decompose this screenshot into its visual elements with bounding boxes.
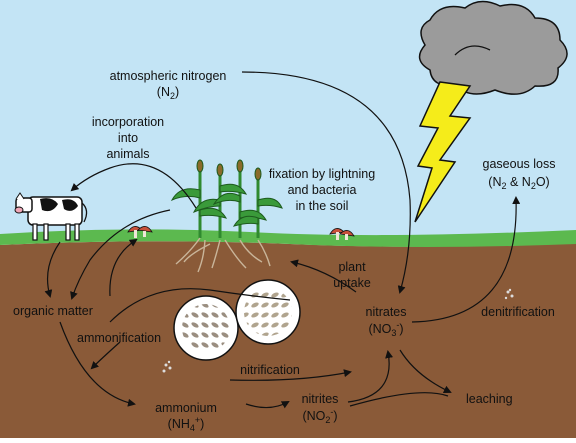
arrow-ammonium-to-nitrites	[245, 401, 290, 409]
lightning-bolt-icon	[414, 81, 472, 223]
label-leaching: leaching	[466, 392, 513, 406]
label-organic-matter: organic matter	[13, 304, 93, 318]
bacteria-circle-icon-2	[235, 279, 301, 345]
label-fixation: fixation by lightning	[269, 167, 375, 181]
arrow-atmospheric-to-nitrates	[241, 71, 411, 294]
arrow-ammonification-down	[90, 341, 121, 370]
cow-icon	[14, 192, 88, 241]
label-animals: animals	[106, 147, 149, 161]
arrow-nitrates-to-plants	[290, 259, 357, 293]
arrow-organic-to-ammonification	[109, 288, 291, 323]
particle-dots	[162, 288, 514, 373]
arrow-nitrification-to-nitrites	[229, 369, 352, 381]
label-nitrification: nitrification	[240, 363, 300, 377]
label-into: into	[118, 131, 138, 145]
label-incorporation: incorporation	[92, 115, 164, 129]
label-denitrification: denitrification	[481, 305, 555, 319]
mushroom-icon	[127, 226, 153, 238]
label-ammonification: ammonification	[77, 331, 161, 345]
label-nitrites: nitrites	[302, 392, 339, 406]
arrow-plants-to-animals	[70, 163, 197, 209]
label-ammonium-formula: (NH4+)	[168, 415, 205, 433]
cycle-arrows	[44, 71, 521, 409]
arrow-denitrification-to-gaseous	[411, 196, 521, 323]
label-plant: plant	[338, 260, 366, 274]
label-uptake: uptake	[333, 276, 371, 290]
arrow-nitrites-to-leaching	[349, 392, 449, 407]
soil	[0, 241, 576, 438]
storm-cloud-icon	[418, 0, 568, 95]
label-gaseous-loss: gaseous loss	[483, 157, 556, 171]
arrow-organic-to-ammonium	[59, 321, 136, 407]
arrow-nitrates-to-leaching	[399, 349, 452, 394]
plant-roots	[175, 237, 271, 273]
label-nitrites-formula: (NO2-)	[302, 407, 337, 425]
arrow-nitrites-to-nitrates	[347, 350, 394, 403]
bacteria-circle-icon	[173, 295, 239, 361]
label-nitrates-formula: (NO3-)	[368, 320, 403, 338]
label-ammonium: ammonium	[155, 401, 217, 415]
label-atmospheric-nitrogen-formula: (N2)	[157, 85, 179, 101]
label-in-soil: in the soil	[296, 199, 349, 213]
label-nitrates: nitrates	[366, 305, 407, 319]
label-bacteria: and bacteria	[288, 183, 357, 197]
arrow-root-uptake	[109, 238, 138, 297]
label-gaseous-formula: (N2 & N2O)	[488, 175, 549, 191]
label-atmospheric-nitrogen: atmospheric nitrogen	[110, 69, 227, 83]
mushroom-icon-2	[329, 228, 355, 240]
arrow-plant-to-organic	[70, 209, 171, 300]
arrow-cow-to-organic	[44, 241, 61, 298]
